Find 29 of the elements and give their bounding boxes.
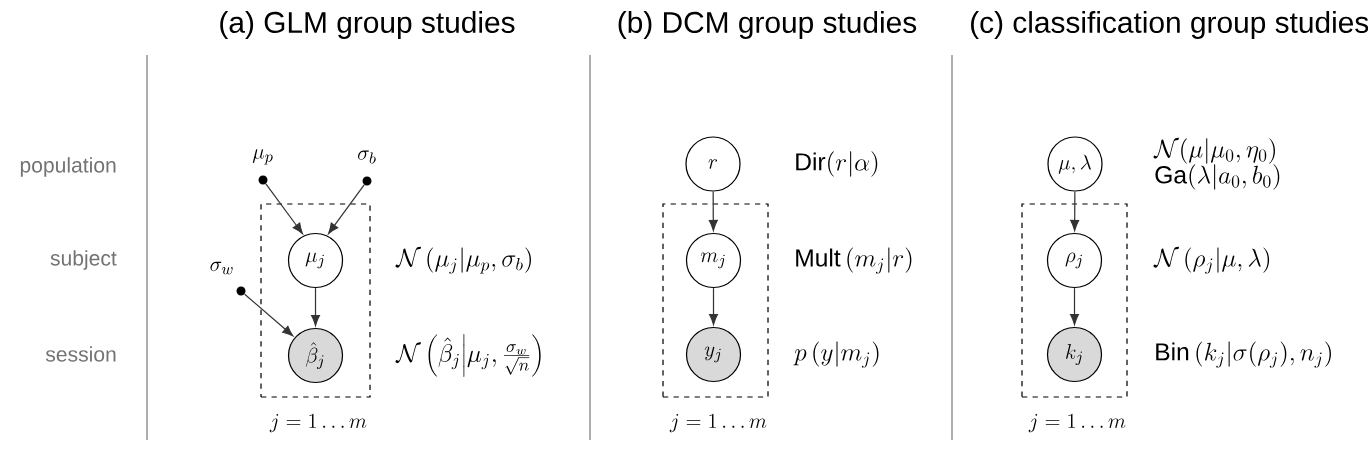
variable-label: $\mu_p$ (252, 149, 273, 165)
arrow (708, 191, 718, 232)
distribution-formula: $\mathcal{N}\left(\hat{\beta}_j\middle|\mu_j,\frac{\sigma_w}{\sqrt{n}}\right)$ (395, 334, 541, 377)
variable-label: $\sigma_b$ (358, 150, 376, 164)
arrow (708, 287, 719, 325)
plate-label: $j = 1 \ldots m$ (669, 413, 767, 433)
arrow (311, 287, 321, 326)
arrow (244, 293, 294, 337)
distribution-formula: $\mathrm{Dir}(r|\alpha)$ (796, 151, 878, 177)
plate-label: $j = 1 \ldots m$ (1028, 413, 1126, 433)
distribution-formula: $\mathcal{N}(\mu|\mu_0,\eta_0)$ (1153, 137, 1275, 164)
panel-title: (b) DCM group studies (618, 11, 917, 39)
distribution-formula: $\mathrm{Bin}\left(k_j|\sigma(\rho_j),n_j\right)$ (1156, 341, 1331, 368)
panel-title: (a) GLM group studies (220, 11, 515, 39)
distribution-formula: $\mathcal{N}\left(\rho_j|\mu,\lambda\right)$ (1153, 246, 1270, 274)
distribution-formula: $\mathcal{N}\left(\mu_j|\mu_p,\sigma_b\right)$ (395, 246, 531, 274)
distribution-formula: $\mathrm{Ga}(\lambda|a_0,b_0)$ (1155, 164, 1280, 190)
panel-title: (c) classification group studies (971, 11, 1368, 39)
variable-label: $\sigma_w$ (210, 261, 233, 275)
arrow (1070, 191, 1080, 232)
arrow (265, 183, 303, 235)
distribution-formula: $\mathrm{Mult}\left(m_j|r\right)$ (796, 247, 912, 274)
row-label: population (20, 157, 116, 177)
arrow (1069, 287, 1080, 325)
distribution-formula: $p\left(y|m_j\right)$ (793, 341, 879, 368)
arrow (328, 184, 365, 235)
row-label: subject (50, 250, 117, 270)
plate-label: $j = 1 \ldots m$ (269, 413, 367, 433)
row-label: session (45, 346, 116, 362)
